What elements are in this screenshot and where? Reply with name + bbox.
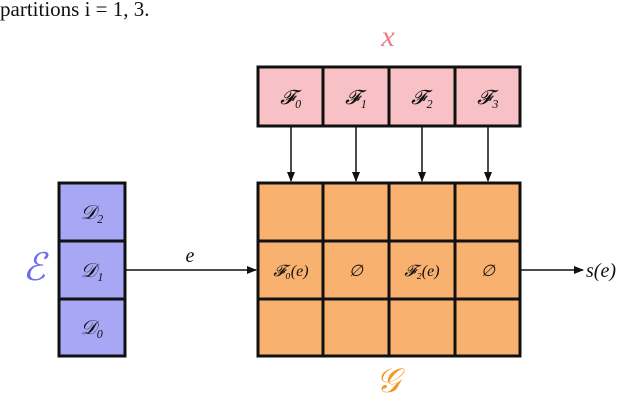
edge-label: e [186, 245, 195, 267]
grid-cell-0-1 [321, 181, 391, 243]
grid-cell-2-3 [453, 297, 522, 358]
d-label-0: 𝒟₀ [81, 317, 104, 339]
grid-cell-2-0 [256, 297, 325, 358]
e-symbol: ℰ [22, 247, 49, 289]
feature-label-3: 𝓕₃ [477, 87, 499, 109]
d-label-2: 𝒟₂ [81, 202, 104, 224]
d-box-2 [57, 181, 127, 243]
output-label: s(e) [586, 260, 616, 282]
caption-top: partitions i = 1, 3. [0, 0, 150, 21]
d-box-1 [57, 239, 127, 301]
grid-cell-1-3 [453, 239, 522, 301]
grid-mid-label-3: ∅ [481, 263, 496, 280]
g-symbol: 𝒢 [376, 363, 405, 400]
grid-cell-0-3 [453, 181, 522, 243]
feature-box-3 [453, 65, 522, 128]
grid-cell-0-2 [387, 181, 457, 243]
d-box-0 [57, 297, 127, 358]
feature-row: 𝓕₀ 𝓕₁ 𝓕₂ 𝓕₃ [256, 65, 522, 128]
down-arrows [287, 126, 492, 182]
grid-mid-label-1: ∅ [349, 263, 364, 280]
grid-cell-2-1 [321, 297, 391, 358]
d-label-1: 𝒟₁ [81, 260, 104, 282]
grid-cell-0-0 [256, 181, 325, 243]
feature-label-2: 𝓕₂ [411, 87, 433, 109]
x-symbol: x [380, 20, 395, 53]
d-column: 𝒟₂ 𝒟₁ 𝒟₀ [57, 181, 127, 358]
grid-mid-label-0: 𝓕₀(e) [273, 263, 308, 280]
feature-label-0: 𝓕₀ [280, 87, 302, 109]
feature-label-1: 𝓕₁ [345, 87, 367, 109]
grid-mid-label-2: 𝓕₂(e) [404, 263, 439, 280]
grid-cell-2-2 [387, 297, 457, 358]
grid: 𝓕₀(e) ∅ 𝓕₂(e) ∅ [256, 181, 522, 358]
